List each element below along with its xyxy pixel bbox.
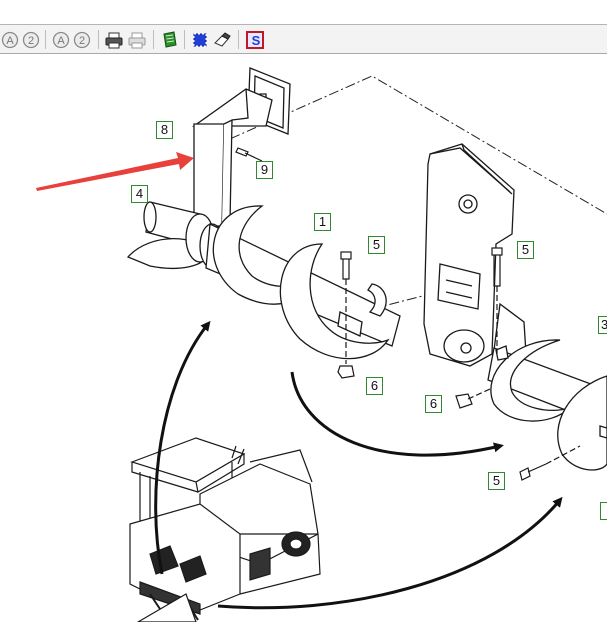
notes-icon[interactable] <box>160 30 180 50</box>
toolbar-separator <box>153 30 154 49</box>
bolt-part-5 <box>340 251 352 364</box>
right-auger-assembly <box>487 339 607 471</box>
print-icon[interactable] <box>104 30 124 50</box>
callout-part-5[interactable]: 5 <box>368 236 385 254</box>
zoom-a-icon[interactable]: A <box>0 30 20 50</box>
callout-part-6-right[interactable]: 6 <box>425 395 442 413</box>
callout-part-5-lower[interactable]: 5 <box>488 472 505 490</box>
zoom-2-icon[interactable]: 2 <box>21 30 41 50</box>
svg-text:A: A <box>6 35 14 47</box>
parts-drawing-canvas: 8 9 4 1 5 6 5 6 5 3 <box>0 54 607 622</box>
zoom-a-alt-icon[interactable]: A <box>51 30 71 50</box>
toolbar-separator <box>184 30 185 49</box>
left-auger-assembly <box>126 201 401 360</box>
svg-text:A: A <box>57 35 65 47</box>
callout-partial-edge[interactable] <box>600 502 607 520</box>
direction-tag-marker <box>136 593 197 622</box>
gearbox-housing <box>423 143 527 367</box>
svg-text:2: 2 <box>28 35 34 47</box>
callout-part-3[interactable]: 3 <box>598 316 607 334</box>
toolbar-separator <box>98 30 99 49</box>
print-preview-icon[interactable] <box>127 30 147 50</box>
s-document-icon[interactable]: S <box>245 30 265 50</box>
eraser-icon[interactable] <box>212 30 232 50</box>
toolbar-separator <box>238 30 239 49</box>
bracket-part-8 <box>191 67 291 227</box>
red-pointer-arrow <box>36 152 194 191</box>
window-top-blank <box>0 0 607 24</box>
flow-arrow-lower <box>217 496 563 610</box>
bolt-part-5-lower <box>519 445 581 481</box>
callout-part-5-right[interactable]: 5 <box>517 241 534 259</box>
flow-arrow-up <box>154 320 211 575</box>
toolbar-separator <box>45 30 46 49</box>
toolbar: A 2 A 2 S <box>0 24 607 54</box>
bolt-part-5-right <box>491 247 503 354</box>
callout-part-8[interactable]: 8 <box>156 121 173 139</box>
svg-text:S: S <box>252 33 261 48</box>
callout-part-4[interactable]: 4 <box>131 185 148 203</box>
select-area-icon[interactable] <box>190 30 210 50</box>
exploded-auger-drawing <box>36 67 607 622</box>
nut-part-6 <box>337 365 355 379</box>
callout-part-6[interactable]: 6 <box>366 377 383 395</box>
callout-part-9[interactable]: 9 <box>256 161 273 179</box>
svg-text:2: 2 <box>79 35 85 47</box>
nut-part-6-right <box>455 388 491 409</box>
bolt-part-9 <box>235 147 263 162</box>
flow-arrow-right <box>290 371 504 457</box>
callout-part-1[interactable]: 1 <box>314 213 331 231</box>
zoom-2-alt-icon[interactable]: 2 <box>72 30 92 50</box>
paver-machine-illustration <box>129 437 321 621</box>
